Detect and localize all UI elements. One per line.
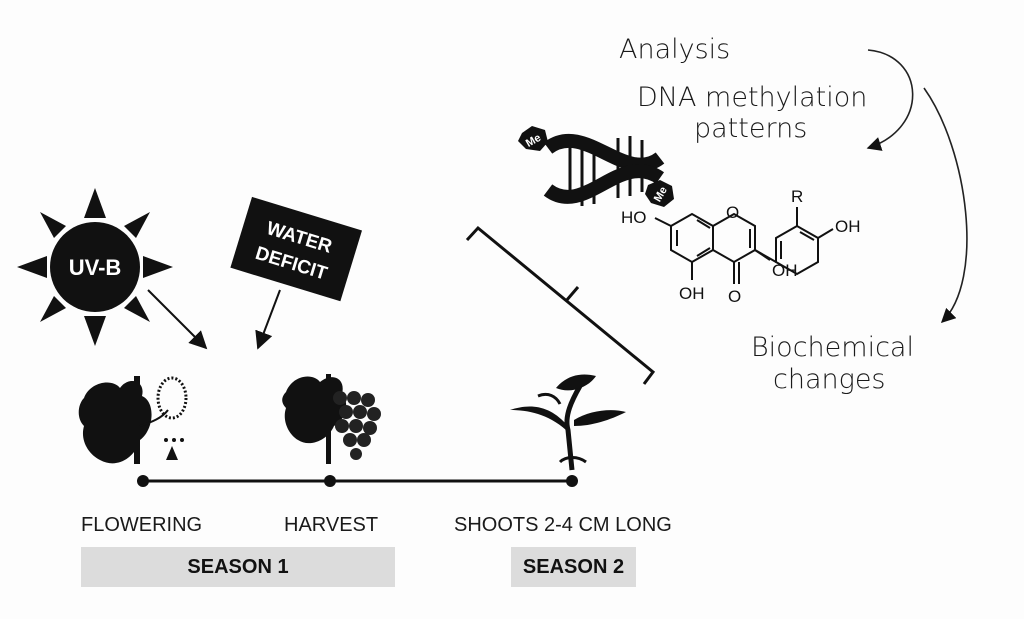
shoots-icon [510,374,626,471]
season-1-bar: SEASON 1 [81,547,395,587]
oh-bottom-label: OH [679,284,705,303]
season-2-bar: SEASON 2 [511,547,636,587]
biochemical-label: Biochemical [751,332,914,363]
changes-label: changes [773,364,886,395]
stage-harvest: HARVEST [284,514,379,536]
timeline-node-harvest [324,475,336,487]
curved-arrow-biochem [923,87,968,324]
ring-oxygen-label: O [726,203,739,222]
flowering-plant-icon [78,376,188,464]
keto-oxygen-label: O [728,287,741,306]
dna-methylation-icon: Me Me [518,126,674,207]
sun-icon: UV-B [17,188,173,346]
bracket-tick [564,286,580,302]
uvb-arrow [147,289,208,350]
oh-top-label: OH [835,217,861,236]
dna-methylation-label: DNA methylation [637,82,868,113]
curved-arrow-analysis [866,49,914,151]
timeline-node-shoots [566,475,578,487]
molecule-labels: R OH HO O OH O OH [621,187,861,306]
water-arrow [255,289,281,350]
stage-shoots: SHOOTS 2-4 CM LONG [454,514,672,536]
analysis-label: Analysis [619,34,731,65]
water-deficit-sign: WATER DEFICIT [230,196,362,302]
harvest-grape-icon [282,374,381,464]
bracket [465,225,656,385]
oh-mid-label: OH [772,261,798,280]
r-group-label: R [791,187,803,206]
ho-left-label: HO [621,208,647,227]
uvb-label: UV-B [69,255,122,280]
flavonol-structure [654,207,834,284]
timeline-node-flowering [137,475,149,487]
patterns-label: patterns [694,113,808,144]
stage-flowering: FLOWERING [81,514,203,536]
